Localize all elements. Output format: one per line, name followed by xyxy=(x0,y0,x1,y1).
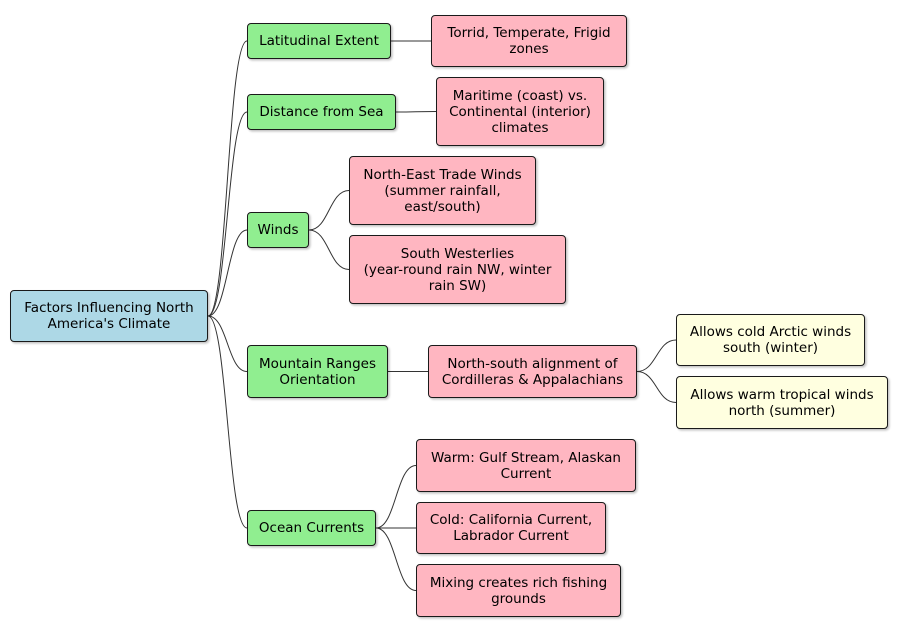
branch-label-line: Latitudinal Extent xyxy=(259,33,379,49)
leaf-label-line: south (winter) xyxy=(722,340,819,356)
leaf-label-line: Maritime (coast) vs. xyxy=(452,87,588,104)
connector-line-2 xyxy=(207,229,248,317)
leaf-label-line: Torrid, Temperate, Frigid xyxy=(447,25,611,41)
leaf-label-line: Cold: California Current, xyxy=(429,512,593,528)
connector-line-1 xyxy=(207,111,248,317)
branch-distance-from-sea: Distance from Sea xyxy=(247,94,396,130)
connector-line-12 xyxy=(375,465,417,529)
leaf-label-line: Current xyxy=(500,465,552,482)
leaf-cold-currents: Cold: California Current, Labrador Curre… xyxy=(416,502,606,554)
root-node-line-2: America's Climate xyxy=(47,316,171,332)
leaf-warm-tropical-winds: Allows warm tropical winds north (summer… xyxy=(676,376,888,429)
leaf-label-line: north (summer) xyxy=(728,402,836,419)
leaf-label-line: Continental (interior) xyxy=(449,103,591,120)
connector-line-14 xyxy=(375,527,417,591)
leaf-cold-arctic-winds: Allows cold Arctic winds south (winter) xyxy=(676,314,865,366)
leaf-label-line: Mixing creates rich fishing xyxy=(429,574,608,591)
branch-label-line: Orientation xyxy=(279,371,356,388)
leaf-label-line: Labrador Current xyxy=(453,528,569,544)
node-north-south-alignment: North-south alignment of Cordilleras & A… xyxy=(428,345,637,398)
root-node: Factors Influencing North America's Clim… xyxy=(10,290,208,342)
leaf-south-westerlies: South Westerlies (year-round rain NW, wi… xyxy=(349,235,566,304)
leaf-label-line: grounds xyxy=(491,590,546,607)
branch-label-line: Ocean Currents xyxy=(258,520,365,536)
leaf-north-east-trade-winds: North-East Trade Winds (summer rainfall,… xyxy=(349,156,536,225)
leaf-warm-currents: Warm: Gulf Stream, Alaskan Current xyxy=(416,439,636,492)
leaf-label-line: rain SW) xyxy=(428,277,487,294)
connector-line-6 xyxy=(395,111,437,113)
node-label-line: Cordilleras & Appalachians xyxy=(441,371,624,388)
leaf-label-line: North-East Trade Winds xyxy=(363,166,522,183)
leaf-label-line: South Westerlies xyxy=(400,245,515,262)
connector-line-4 xyxy=(207,315,248,529)
leaf-climate-zones: Torrid, Temperate, Frigid zones xyxy=(431,15,627,67)
connector-line-3 xyxy=(207,315,248,372)
leaf-label-line: zones xyxy=(509,41,549,57)
root-node-line-1: Factors Influencing North xyxy=(24,300,194,316)
leaf-maritime-vs-continental: Maritime (coast) vs. Continental (interi… xyxy=(436,77,604,146)
node-label-line: North-south alignment of xyxy=(447,355,618,372)
branch-label-line: Distance from Sea xyxy=(259,104,384,120)
connector-line-10 xyxy=(636,339,677,372)
leaf-label-line: Allows cold Arctic winds xyxy=(689,324,852,340)
leaf-label-line: (year-round rain NW, winter xyxy=(363,261,552,278)
branch-label-line: Mountain Ranges xyxy=(258,355,376,372)
connector-line-8 xyxy=(308,229,350,270)
branch-ocean-currents: Ocean Currents xyxy=(247,510,376,546)
branch-label-line: Winds xyxy=(257,222,299,238)
leaf-label-line: Allows warm tropical winds xyxy=(690,386,874,403)
leaf-label-line: climates xyxy=(491,119,549,136)
leaf-label-line: east/south) xyxy=(404,198,481,215)
leaf-rich-fishing-grounds: Mixing creates rich fishing grounds xyxy=(416,564,621,617)
leaf-label-line: Warm: Gulf Stream, Alaskan xyxy=(430,449,621,466)
connector-line-0 xyxy=(207,40,248,317)
leaf-label-line: (summer rainfall, xyxy=(384,182,501,199)
connector-line-11 xyxy=(636,371,677,403)
connector-line-7 xyxy=(308,190,350,231)
branch-winds: Winds xyxy=(247,212,309,248)
branch-latitudinal-extent: Latitudinal Extent xyxy=(247,23,391,59)
branch-mountain-ranges-orientation: Mountain Ranges Orientation xyxy=(247,345,388,398)
